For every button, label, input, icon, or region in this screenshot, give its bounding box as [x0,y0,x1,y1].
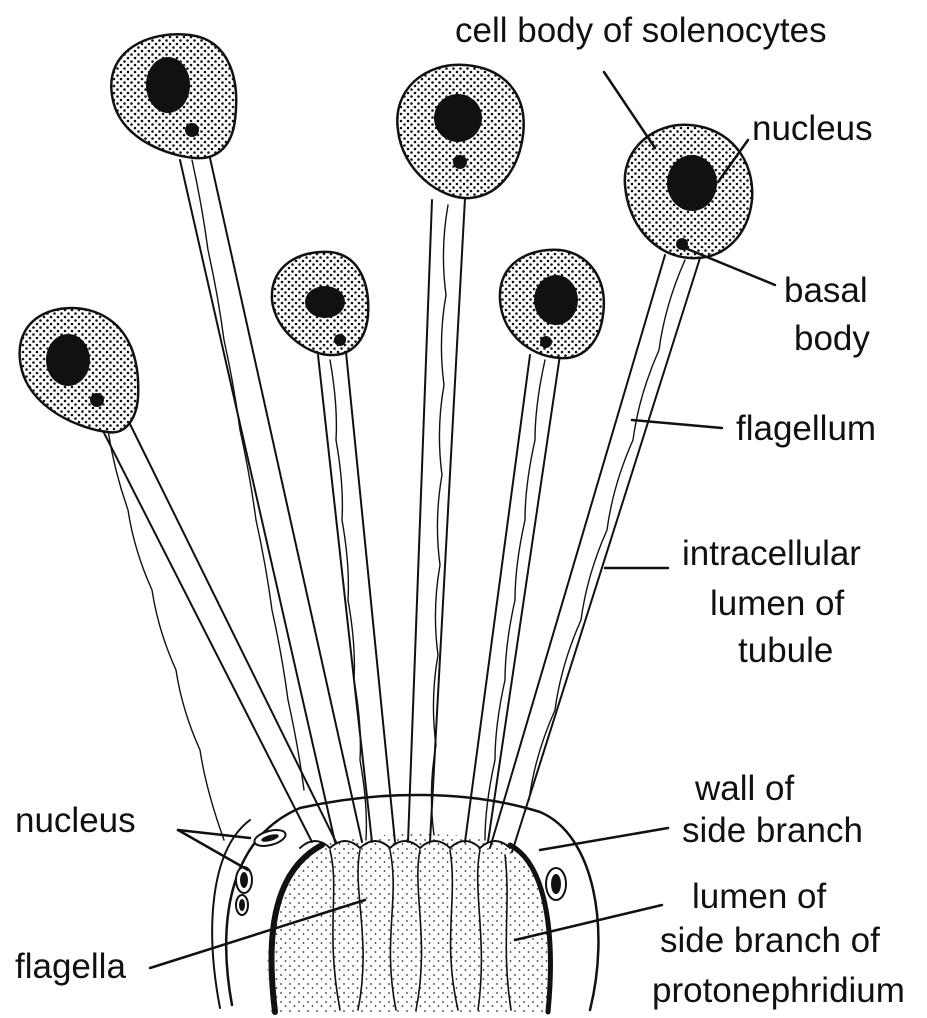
cell-nucleus-5 [534,275,578,325]
basal-body-1 [90,393,104,407]
label-nucleus-left: nucleus [15,801,136,840]
leader-cell-body [604,72,655,148]
basal-body-2 [185,123,199,137]
solenocyte-2 [111,34,362,842]
label-intracellular-3: tubule [738,631,833,670]
label-flagellum: flagellum [736,409,876,448]
cell-nucleus-4 [434,94,482,142]
solenocyte-3 [272,252,395,842]
solenocyte-5 [465,250,604,842]
side-branch [212,795,598,1012]
label-basal-2: body [794,319,870,358]
leader-basal-body [685,248,775,285]
label-lumen-2: side branch of [660,921,880,960]
label-wall-2: side branch [682,811,863,850]
basal-body-5 [540,336,552,348]
label-intracellular-1: intracellular [682,534,861,573]
label-basal-1: basal [784,271,868,310]
label-flagella: flagella [15,947,126,986]
cell-nucleus-6 [667,155,717,211]
leader-flagellum [632,420,722,428]
label-intracellular-2: lumen of [710,584,845,623]
basal-body-4 [453,155,467,169]
cell-nucleus-2 [146,57,190,113]
leader-wall [540,828,668,850]
cell-nucleus-1 [46,334,90,386]
label-wall-1: wall of [694,769,794,808]
label-nucleus-top: nucleus [752,109,873,148]
basal-body-3 [334,334,346,346]
label-cell-body: cell body of solenocytes [455,11,827,50]
solenocyte-1 [20,308,336,842]
label-lumen-3: protonephridium [652,971,905,1010]
label-lumen-1: lumen of [692,877,827,916]
solenocyte-6 [490,125,752,852]
cell-nucleus-3 [305,286,345,318]
